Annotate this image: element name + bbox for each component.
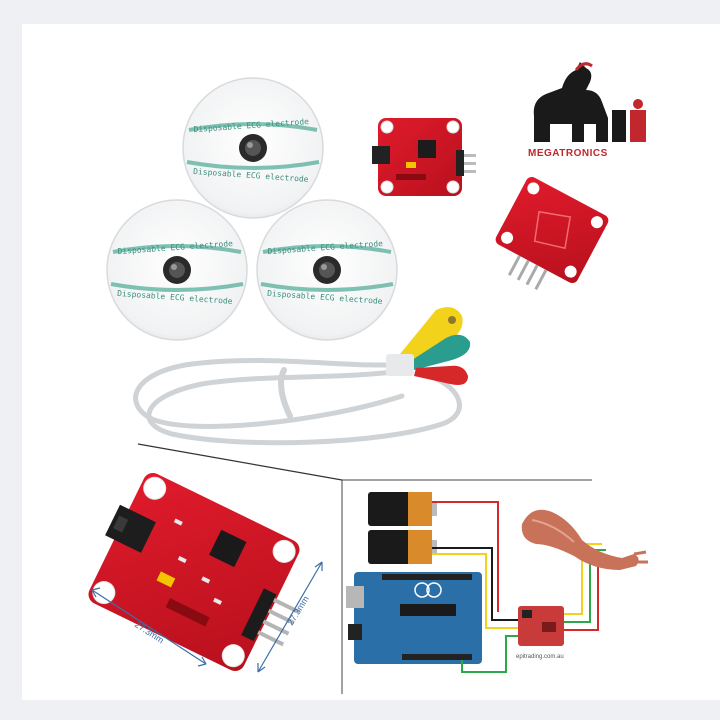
callout-line <box>137 443 343 481</box>
sensor-module <box>518 606 564 646</box>
dimension-height <box>257 561 323 673</box>
battery-icon <box>368 492 437 526</box>
wire <box>432 553 522 629</box>
panel-divider <box>341 479 592 694</box>
elephant-rider-icon <box>533 62 608 142</box>
brand-logo: MEGATRONICS <box>528 62 646 159</box>
snap-connector <box>412 334 471 370</box>
wire <box>562 549 606 623</box>
battery-icon <box>368 530 437 564</box>
muscle-sensor-board-small <box>372 118 476 196</box>
electrode-cable <box>133 357 462 446</box>
product-image-frame: Disposable ECG electrode Disposable ECG … <box>22 24 720 700</box>
cable-snap-connectors <box>386 307 471 385</box>
arduino-board <box>346 572 482 664</box>
snap-connector <box>414 365 468 385</box>
wire <box>562 543 602 615</box>
dimension-width <box>91 587 207 667</box>
electrode-pad: Disposable ECG electrode Disposable ECG … <box>182 77 324 219</box>
wire <box>432 501 499 612</box>
wire <box>432 547 522 621</box>
snap-connector <box>400 307 463 364</box>
product-photo: Disposable ECG electrode Disposable ECG … <box>88 62 648 694</box>
diagram-credit: epitrading.com.au <box>516 654 564 660</box>
electrode-pad: Disposable ECG electrode Disposable ECG … <box>256 199 398 341</box>
arm-muscle-icon <box>521 509 648 570</box>
dimension-height-label: 27.3mm <box>285 594 311 627</box>
wire <box>461 635 522 673</box>
brand-name: MEGATRONICS <box>528 148 608 159</box>
muscle-sensor-board-rotated <box>495 176 609 291</box>
muscle-sensor-board-large <box>88 472 300 672</box>
electrode-pad: Disposable ECG electrode Disposable ECG … <box>106 199 248 341</box>
wiring-diagram: epitrading.com.au <box>346 492 648 673</box>
